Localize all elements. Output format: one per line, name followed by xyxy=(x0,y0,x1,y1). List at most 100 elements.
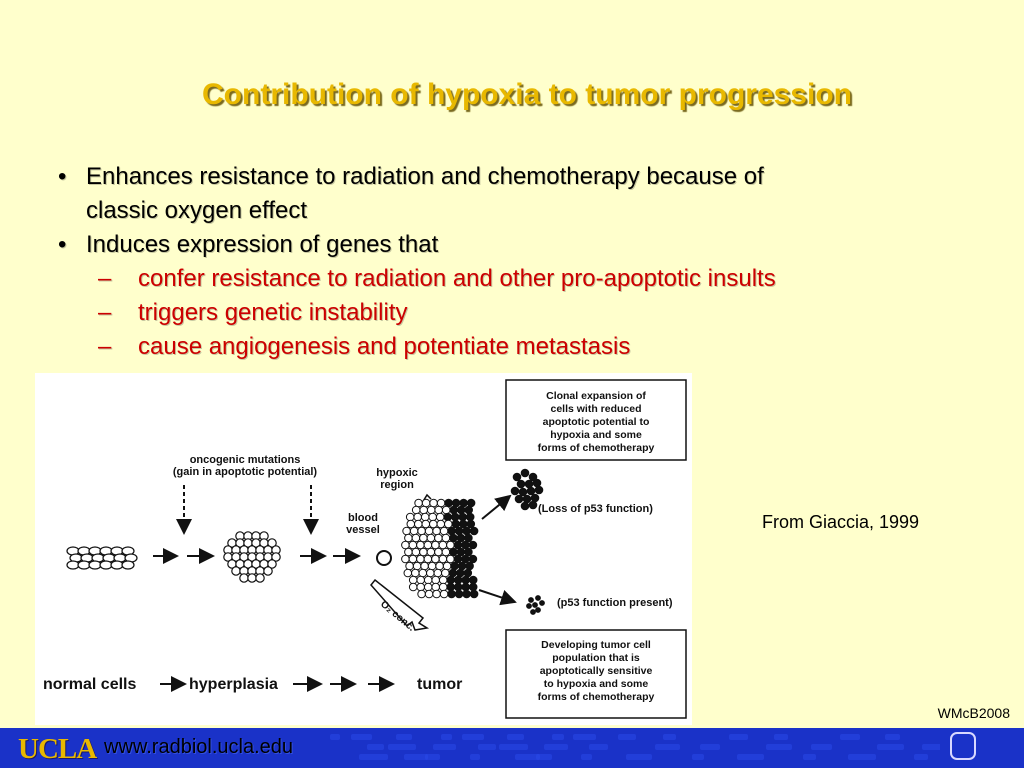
hypoxic-cell xyxy=(453,540,463,550)
tumor-cell xyxy=(436,519,446,529)
tumor-cell xyxy=(439,526,449,536)
sub-bullet-dash: – xyxy=(98,333,112,360)
tumor-cell xyxy=(426,505,436,515)
hypoxic-cell xyxy=(446,575,456,585)
footer-tile xyxy=(351,734,372,740)
p53-loss-label: (Loss of p53 function) xyxy=(538,503,653,515)
hypoxic-cell xyxy=(461,554,470,564)
footer-tile xyxy=(388,744,416,750)
clonal-box-line: cells with reduced xyxy=(550,403,641,415)
tumor-cell xyxy=(426,547,436,557)
hypoxic-cell xyxy=(443,512,453,522)
footer-tile xyxy=(404,754,428,760)
p53-present-cell xyxy=(539,600,545,606)
sub-bullet-text: cause angiogenesis and potentiate metast… xyxy=(138,333,631,360)
mutations-label: oncogenic mutations xyxy=(190,454,301,466)
hypoxic-cell xyxy=(468,554,478,564)
hypoxic-cell xyxy=(466,498,476,508)
tumor-cell xyxy=(421,519,431,529)
sensitive-arrow xyxy=(478,589,517,606)
tumor-cell xyxy=(434,533,443,543)
p53-present-cell xyxy=(530,609,536,615)
footer-tile xyxy=(581,754,592,760)
tumor-cell xyxy=(434,505,444,515)
normal-cell xyxy=(66,560,80,570)
p53-present-cell xyxy=(535,595,541,601)
hypoxic-cell xyxy=(453,582,463,592)
slide-title: Contribution of hypoxia to tumor progres… xyxy=(202,78,852,111)
developing-box-line: forms of chemotherapy xyxy=(538,691,655,703)
tumor-cell xyxy=(434,547,443,557)
p53-present-label: (p53 function present) xyxy=(557,597,673,609)
tumor-cell xyxy=(441,547,451,557)
footer-tile xyxy=(922,744,940,750)
footer-pattern xyxy=(330,734,940,760)
tumor-cell xyxy=(411,547,421,557)
bullet-text: Enhances resistance to radiation and che… xyxy=(86,163,764,190)
p53-loss-cluster xyxy=(510,468,544,511)
tumor-cell xyxy=(431,582,441,592)
footer-tile xyxy=(462,734,484,740)
footer-tile xyxy=(692,754,704,760)
hypoxic-cell xyxy=(464,547,473,557)
tumor-cell xyxy=(438,582,448,592)
p53-loss-cell xyxy=(520,501,530,511)
footer-tile xyxy=(737,754,764,760)
hypoxic-cell xyxy=(449,533,458,543)
tumor-cell xyxy=(426,568,435,578)
hypoxic-cell xyxy=(464,533,473,543)
tumor-cell xyxy=(408,540,418,550)
normal-cell xyxy=(88,560,102,570)
logo-text: UCLA xyxy=(18,733,97,765)
tumor-cell xyxy=(435,561,444,571)
footer-tile xyxy=(433,744,456,750)
footer-tile xyxy=(655,744,680,750)
tumor-mass-illustration xyxy=(401,498,479,599)
tumor-cell xyxy=(420,512,430,522)
citation: From Giaccia, 1999 xyxy=(762,512,920,532)
tumor-cell xyxy=(416,575,426,585)
developing-box-line: Developing tumor cell xyxy=(541,639,651,651)
nav-button[interactable] xyxy=(950,732,976,760)
bullet-item: • Enhances resistance to radiation and c… xyxy=(58,160,938,194)
normal-cell xyxy=(99,560,113,570)
website-url[interactable]: www.radbiol.ucla.edu xyxy=(104,736,293,758)
hypoxic-cell xyxy=(453,554,463,564)
tumor-cell xyxy=(438,540,448,550)
hypoxic-cell xyxy=(464,505,474,515)
tumor-cell xyxy=(412,561,422,571)
tumor-progression-figure: oncogenic mutations (gain in apoptotic p… xyxy=(35,373,692,725)
footer-tile xyxy=(766,744,792,750)
mutations-sublabel: (gain in apoptotic potential) xyxy=(173,466,318,478)
hypoxic-cell xyxy=(447,589,456,599)
tumor-cell xyxy=(427,561,437,571)
tumor-cell xyxy=(431,575,441,585)
tumor-cell xyxy=(411,568,420,578)
developing-tumor-box xyxy=(505,629,687,719)
footer-tile xyxy=(330,734,340,740)
tumor-cell xyxy=(423,554,433,564)
hypoxic-cell xyxy=(449,547,458,557)
hypoxic-cell xyxy=(461,582,471,592)
tumor-cell xyxy=(438,575,448,585)
tumor-cell xyxy=(405,561,414,571)
p53-loss-cell xyxy=(518,487,528,497)
footer-tile xyxy=(774,734,788,740)
footer-tile xyxy=(359,754,388,760)
p53-loss-cell xyxy=(520,468,530,478)
footer-tile xyxy=(700,744,720,750)
tumor-cell xyxy=(416,554,425,564)
tumor-cell xyxy=(424,589,434,599)
footer-tile xyxy=(885,734,900,740)
hypoxic-cell xyxy=(451,498,461,508)
p53-present-cell xyxy=(532,602,538,608)
tumor-cell xyxy=(404,533,413,543)
hypoxic-cell xyxy=(466,519,476,529)
footer-tile xyxy=(840,734,860,740)
tumor-cell xyxy=(417,589,426,599)
p53-present-cell xyxy=(526,603,532,609)
hypoxic-label: hypoxic xyxy=(376,467,418,479)
hyperplasia-cell xyxy=(255,573,265,583)
tumor-cell xyxy=(411,533,421,543)
p53-loss-cell xyxy=(528,500,538,510)
